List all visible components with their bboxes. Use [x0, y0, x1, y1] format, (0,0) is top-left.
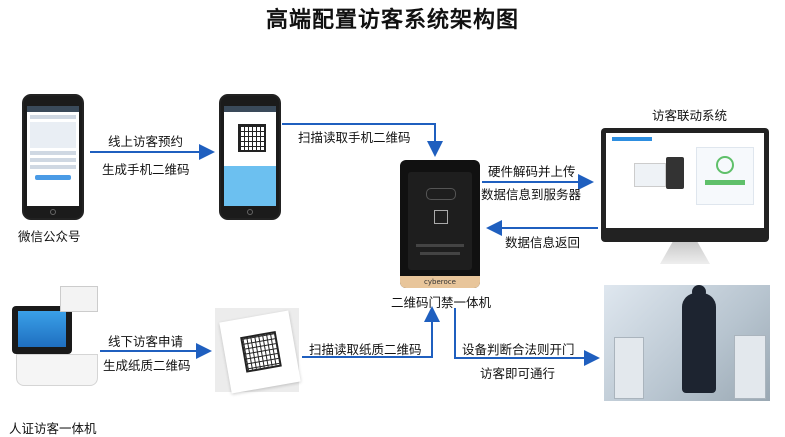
label-judge: 设备判断合法则开门: [462, 342, 575, 357]
arrow-open-gate: [454, 308, 600, 366]
node-label-wechat: 微信公众号: [18, 229, 81, 244]
wechat-phone-image: [22, 94, 84, 220]
qr-gate-device-image: cyberoce: [400, 160, 480, 288]
label-return: 数据信息返回: [505, 235, 581, 250]
diagram-title: 高端配置访客系统架构图: [265, 8, 519, 33]
qr-phone-image: [219, 94, 281, 220]
label-scan-paper: 扫描读取纸质二维码: [309, 342, 422, 357]
label-upload: 数据信息到服务器: [481, 187, 582, 202]
turnstile-gate-image: [604, 285, 770, 401]
visitor-system-monitor-image: [601, 128, 769, 242]
label-pass: 访客即可通行: [480, 366, 556, 381]
label-scan-phone: 扫描读取手机二维码: [298, 130, 411, 145]
label-offline-apply: 线下访客申请: [108, 334, 184, 349]
node-label-qr-gate: 二维码门禁一体机: [391, 295, 492, 310]
label-online-booking: 线上访客预约: [108, 134, 184, 149]
paper-qr-ticket-image: [215, 308, 301, 394]
arrow-scan-paper: [302, 306, 440, 358]
arrow-scan-phone: [282, 123, 443, 157]
id-visitor-kiosk-image: [12, 286, 98, 390]
label-decode: 硬件解码并上传: [488, 164, 576, 179]
node-label-visitor-system: 访客联动系统: [652, 108, 728, 123]
label-phone-qr: 生成手机二维码: [102, 162, 190, 177]
node-label-id-kiosk: 人证访客一体机: [9, 421, 97, 436]
device-brand: cyberoce: [400, 276, 480, 288]
label-paper-qr: 生成纸质二维码: [103, 358, 191, 373]
monitor-stand: [660, 242, 710, 264]
